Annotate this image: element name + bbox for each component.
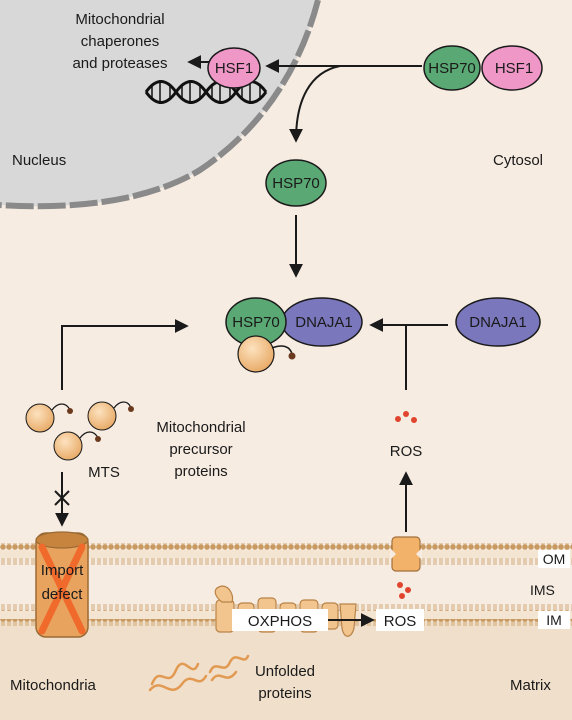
cytosol-label: Cytosol xyxy=(493,152,543,169)
svg-text:HSF1: HSF1 xyxy=(215,60,253,77)
ros-im-label: ROS xyxy=(384,613,417,630)
oxphos-label: OXPHOS xyxy=(248,613,312,630)
svg-text:HSP70: HSP70 xyxy=(232,314,280,331)
dnaja1-free: DNAJA1 xyxy=(455,297,541,347)
ros-im-bg xyxy=(376,609,424,631)
oxphos-label-bg xyxy=(232,609,328,631)
om-label-bg xyxy=(538,550,570,568)
svg-text:ROS: ROS xyxy=(390,443,423,460)
unfolded-label: Unfolded proteins xyxy=(255,663,315,702)
svg-text:precursor: precursor xyxy=(169,441,232,458)
matrix-region xyxy=(0,618,572,720)
ros-ims xyxy=(397,582,411,599)
svg-text:Mitochondrial: Mitochondrial xyxy=(75,11,164,28)
svg-text:HSF1: HSF1 xyxy=(495,60,533,77)
hsf1-nuclear: HSF1 xyxy=(207,47,261,89)
hsp70-hsf1-complex: HSP70 HSF1 xyxy=(423,45,543,91)
precursor-proteins xyxy=(25,401,134,461)
matrix-label: Matrix xyxy=(510,677,551,694)
hsp70-free: HSP70 xyxy=(265,159,327,207)
om-label: OM xyxy=(543,551,566,567)
svg-text:Import: Import xyxy=(41,562,84,579)
svg-text:proteins: proteins xyxy=(258,685,311,702)
chaperones-label: Mitochondrial chaperones and proteases xyxy=(72,11,167,72)
svg-text:HSP70: HSP70 xyxy=(272,175,320,192)
svg-text:defect: defect xyxy=(42,586,84,603)
svg-text:Unfolded: Unfolded xyxy=(255,663,315,680)
im-label-bg xyxy=(538,611,570,629)
svg-text:proteins: proteins xyxy=(174,463,227,480)
svg-text:DNAJA1: DNAJA1 xyxy=(295,314,353,331)
svg-text:chaperones: chaperones xyxy=(81,33,159,50)
hsp70-release-arrow xyxy=(289,65,341,143)
import-channel xyxy=(35,531,89,638)
ros-cytosol: ROS xyxy=(390,411,423,460)
svg-text:DNAJA1: DNAJA1 xyxy=(469,314,527,331)
nucleus-label: Nucleus xyxy=(12,152,66,169)
hsp70-dnaja1-complex: HSP70 DNAJA1 xyxy=(225,297,363,373)
import-defect-label: Import defect xyxy=(41,562,84,603)
im-label: IM xyxy=(546,612,562,628)
unfolded-proteins xyxy=(148,654,250,692)
svg-text:HSP70: HSP70 xyxy=(428,60,476,77)
precursor-to-complex-arrow xyxy=(61,319,189,390)
ims-label: IMS xyxy=(530,582,555,598)
outer-membrane xyxy=(0,543,572,565)
mts-label: MTS xyxy=(88,464,120,481)
ros-channel xyxy=(390,536,422,572)
precursor-label: Mitochondrial precursor proteins xyxy=(156,419,245,480)
svg-text:Mitochondrial: Mitochondrial xyxy=(156,419,245,436)
blocked-import-arrow xyxy=(54,472,70,527)
mitochondria-label: Mitochondria xyxy=(10,677,97,694)
svg-text:and proteases: and proteases xyxy=(72,55,167,72)
